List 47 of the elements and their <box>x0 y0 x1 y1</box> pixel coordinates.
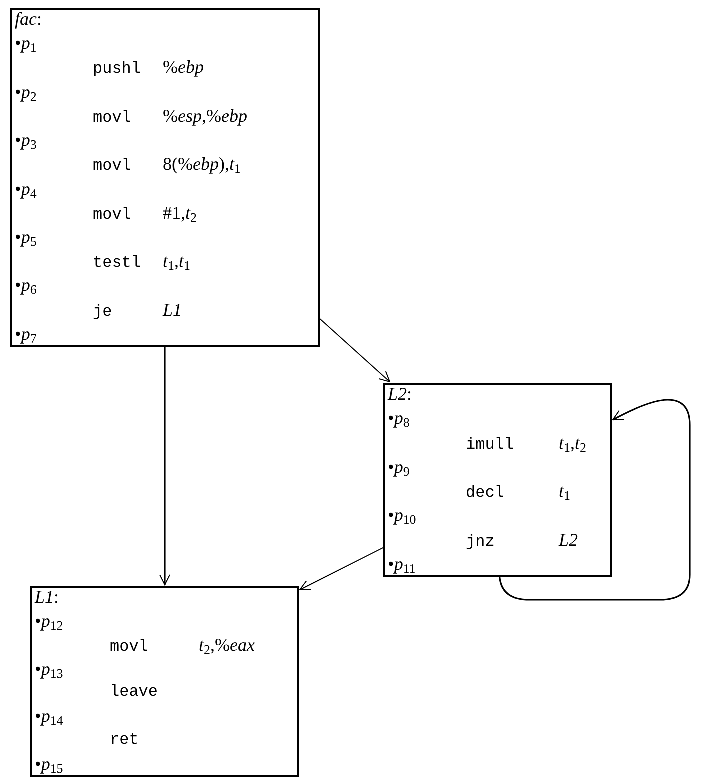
program-point: •p$_{11}$ <box>388 554 416 574</box>
block-label: fac: <box>15 10 42 29</box>
instruction-operand: %ebp <box>163 58 204 78</box>
program-point: •p$_{6}$ <box>15 276 37 296</box>
instruction-operand: t$_{1}$ <box>559 482 570 502</box>
instruction-mnemonic: movl <box>93 157 132 176</box>
instruction-mnemonic: imull <box>466 436 516 455</box>
control-flow-arrow <box>160 347 170 586</box>
program-point: •p$_{15}$ <box>35 754 64 774</box>
program-point: •p$_{5}$ <box>15 228 37 247</box>
block-label: L1: <box>35 588 60 607</box>
basic-block <box>30 586 299 777</box>
instruction-mnemonic: pushl <box>93 60 142 80</box>
instruction-mnemonic: movl <box>110 638 150 657</box>
instruction-mnemonic: movl <box>93 206 132 225</box>
program-point: •p$_{14}$ <box>35 707 64 726</box>
instruction-operand: 8(%ebp),t$_{1}$ <box>163 155 241 174</box>
instruction-mnemonic: jnz <box>466 532 496 552</box>
instruction-mnemonic: testl <box>93 254 142 274</box>
instruction-operand: t$_{1}$,t$_{1}$ <box>163 252 190 272</box>
instruction-operand: t$_{1}$,t$_{2}$ <box>559 434 586 453</box>
basic-block <box>383 383 612 577</box>
instruction-mnemonic: movl <box>93 108 132 128</box>
instruction-operand: #1,t$_{2}$ <box>163 204 197 223</box>
program-point: •p$_{4}$ <box>15 180 37 199</box>
program-point: •p$_{2}$ <box>15 82 37 102</box>
program-point: •p$_{1}$ <box>15 34 37 54</box>
instruction-mnemonic: leave <box>110 683 160 702</box>
program-point: •p$_{3}$ <box>15 131 37 150</box>
program-point: •p$_{13}$ <box>35 660 64 679</box>
program-point: •p$_{9}$ <box>388 458 410 477</box>
basic-block <box>10 8 320 347</box>
instruction-operand: %esp,%ebp <box>163 106 248 126</box>
instruction-mnemonic: je <box>93 302 114 322</box>
instruction-mnemonic: decl <box>466 484 506 504</box>
program-point: •p$_{10}$ <box>388 506 416 526</box>
block-label: L2: <box>388 385 412 404</box>
instruction-operand: L2 <box>559 530 578 550</box>
program-point: •p$_{8}$ <box>388 409 410 428</box>
control-flow-arrow <box>300 548 384 590</box>
instruction-operand: t$_{2}$,%eax <box>199 636 255 655</box>
instruction-operand: L1 <box>163 300 182 320</box>
program-point: •p$_{12}$ <box>35 612 64 631</box>
instruction-mnemonic: ret <box>110 731 140 750</box>
control-flow-arrow <box>499 399 691 601</box>
program-point: •p$_{7}$ <box>15 324 37 344</box>
control-flow-arrow <box>318 318 390 382</box>
